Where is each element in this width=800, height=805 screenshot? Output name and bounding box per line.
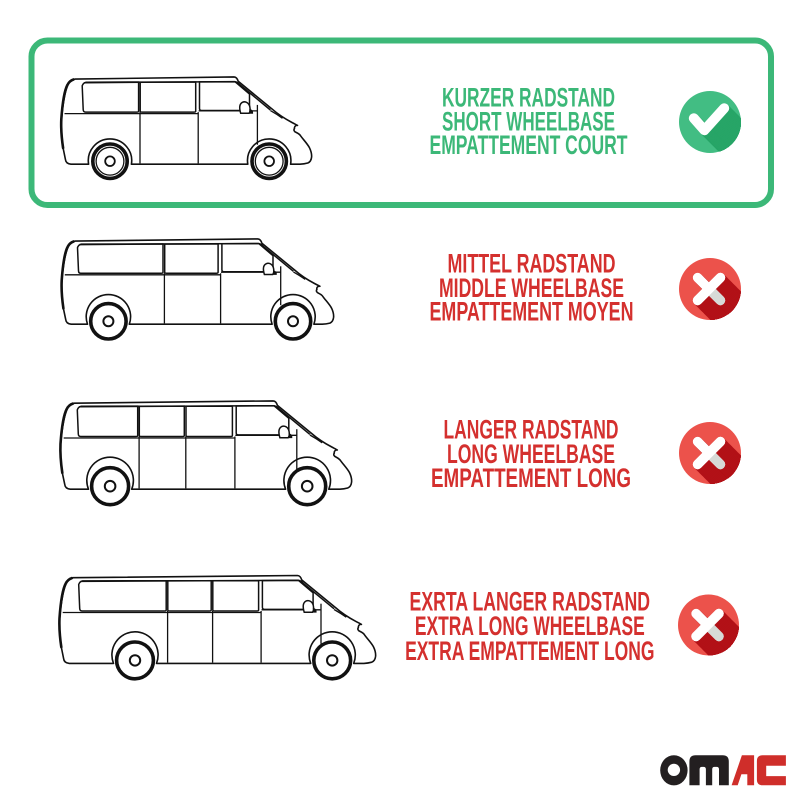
svg-text:EMPATTEMENT LONG: EMPATTEMENT LONG (431, 463, 631, 493)
svg-text:LONG WHEELBASE: LONG WHEELBASE (447, 439, 615, 469)
svg-text:EXTRA EMPATTEMENT LONG: EXTRA EMPATTEMENT LONG (405, 636, 654, 666)
svg-text:EMPATTEMENT COURT: EMPATTEMENT COURT (430, 130, 628, 160)
svg-text:MITTEL RADSTAND: MITTEL RADSTAND (448, 248, 616, 278)
svg-text:MIDDLE WHEELBASE: MIDDLE WHEELBASE (439, 273, 624, 303)
svg-text:EXTRA LONG WHEELBASE: EXTRA LONG WHEELBASE (415, 611, 645, 641)
svg-text:EMPATTEMENT MOYEN: EMPATTEMENT MOYEN (430, 297, 634, 327)
svg-text:SHORT WHEELBASE: SHORT WHEELBASE (442, 107, 615, 137)
svg-text:LANGER RADSTAND: LANGER RADSTAND (444, 415, 619, 445)
svg-text:EXRTA LANGER RADSTAND: EXRTA LANGER RADSTAND (410, 586, 651, 616)
svg-text:KURZER RADSTAND: KURZER RADSTAND (442, 82, 615, 112)
